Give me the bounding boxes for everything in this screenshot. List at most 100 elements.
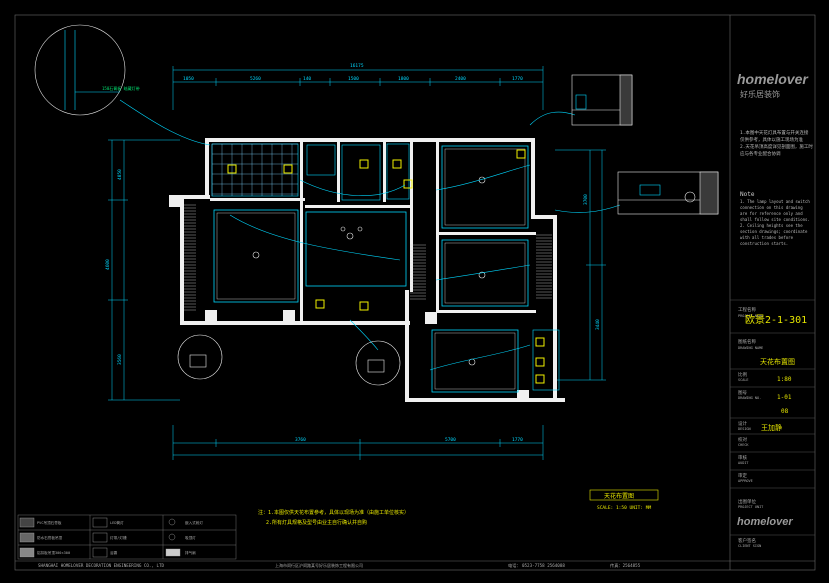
detail-callouts xyxy=(34,24,401,386)
light-fixture xyxy=(535,374,545,384)
detail-circle xyxy=(177,334,223,380)
light-fixture xyxy=(535,337,545,347)
designer-label-en: DESIGN xyxy=(738,427,751,431)
left-dim-label: 3560 xyxy=(117,354,123,365)
scale-value: 1:80 xyxy=(777,376,792,383)
legend-label: 嵌入式射灯 xyxy=(185,520,203,525)
right-dim-label: 3440 xyxy=(595,319,601,330)
window-hatching xyxy=(184,204,552,311)
drawing-title-box xyxy=(589,489,659,501)
bottom-dim-label: 5700 xyxy=(445,437,456,443)
top-dim-label: 140 xyxy=(303,76,311,82)
light-fixture xyxy=(315,299,325,309)
left-dim-label: 4050 xyxy=(117,169,123,180)
note-en-line: construction starts. xyxy=(740,241,788,246)
legend-swatches xyxy=(19,517,181,558)
unit-label: 出图单位 xyxy=(738,498,756,505)
top-dimensions: 16175 1050 5260 140 1500 1800 2400 1770 xyxy=(172,63,544,110)
bottom-note-2: 2.所有灯具规格及型号由业主自行确认并自购 xyxy=(266,519,367,526)
legend-label: PVC吊顶石膏板 xyxy=(37,520,62,525)
legend-label: 浴霸 xyxy=(110,550,118,555)
legend-table xyxy=(17,514,237,560)
scale-label-en: SCALE xyxy=(738,378,749,382)
note-en-title: Note xyxy=(740,191,755,198)
notes-cn-block: 1.本图中天花灯具布置与开关连接 仅供参考，具体以施工现场为准 2.天花吊顶高度… xyxy=(740,129,813,157)
lamp-symbol xyxy=(252,251,260,259)
legend-label: 铝扣板吊顶300×300 xyxy=(37,550,70,555)
legend-label: 排气扇 xyxy=(185,550,196,555)
drawing-label-en: DRAWING NAME xyxy=(738,346,763,350)
top-dim-label: 1800 xyxy=(398,76,409,82)
top-dim-label: 1500 xyxy=(348,76,359,82)
footer-address: 上海市闵行区沪闵路某号好乐居装饰工程有限公司 xyxy=(275,562,363,568)
legend-label: 灯带/灯槽 xyxy=(110,535,127,540)
room-outlines xyxy=(213,145,529,393)
floor-plan xyxy=(169,138,565,402)
sign-label-en: CLIENT SIGN xyxy=(738,544,761,548)
top-dim-label: 1770 xyxy=(512,76,523,82)
check-label: 校对 xyxy=(738,436,747,443)
lamp-symbol xyxy=(478,271,486,279)
drawing-title: 天花布置图 xyxy=(604,492,634,500)
top-dim-label: 1050 xyxy=(183,76,194,82)
right-dimensions: 3700 3440 xyxy=(555,149,606,381)
brand-sub: 好乐居装饰 xyxy=(740,89,780,99)
lamp-symbol xyxy=(346,232,354,240)
note-en-line: 2. Ceiling heights see the xyxy=(740,223,803,228)
light-fixture xyxy=(516,149,526,159)
scale-label: 比例 xyxy=(738,371,747,378)
note-cn-line: 2.天花吊顶高度详见剖面图，施工时 xyxy=(740,143,813,150)
lamp-symbol xyxy=(357,226,363,232)
brand-name: homelover xyxy=(737,71,809,87)
light-fixtures xyxy=(227,149,545,384)
legend-label: 吸顶灯 xyxy=(185,535,196,540)
light-fixture xyxy=(535,357,545,367)
bottom-note-1: 注：1.本图仅供天花布置参考，具体以现场为准（由施工单位核实） xyxy=(258,509,409,516)
no-label-en: DRAWING NO. xyxy=(738,396,761,400)
designer-value: 王加静 xyxy=(761,423,782,432)
light-fixture xyxy=(392,159,402,169)
top-dim-label: 5260 xyxy=(250,76,261,82)
sign-label: 客户签名 xyxy=(738,537,756,544)
project-label: 工程名称 xyxy=(738,306,756,313)
note-cn-line: 应与各专业配合协调 xyxy=(740,150,781,157)
callout-left-label: 150石膏板 暗藏灯带 xyxy=(102,85,140,91)
sheet-value: 08 xyxy=(781,408,789,415)
right-dim-label: 3700 xyxy=(583,194,589,205)
note-cn-line: 仅供参考，具体以施工现场为准 xyxy=(740,136,803,143)
drawing-value: 天花布置图 xyxy=(760,357,795,366)
overall-dim-label: 16175 xyxy=(350,63,364,69)
top-dim-label: 2400 xyxy=(455,76,466,82)
tile-grids xyxy=(211,143,560,391)
audit-label-en: AUDIT xyxy=(738,461,749,465)
footer-tel: 0523-7758 2564088 xyxy=(522,563,565,568)
light-fixture xyxy=(403,179,413,189)
note-en-line: section drawings; coordinate xyxy=(740,229,808,234)
footer-company: SHANGHAI HOMELOVER DECORATION ENGINEERIN… xyxy=(38,563,165,568)
light-fixture xyxy=(359,159,369,169)
bottom-dim-label: 1770 xyxy=(512,437,523,443)
light-fixture xyxy=(359,301,369,311)
note-en-line: connection on this drawing xyxy=(740,205,803,210)
left-dim-label: 4600 xyxy=(105,259,111,270)
notes-en-block: 1. The lamp layout and switch connection… xyxy=(740,199,810,246)
legend-label: LED筒灯 xyxy=(110,520,124,525)
detail-circle xyxy=(34,24,126,116)
no-value: 1-01 xyxy=(777,394,792,401)
note-en-line: shall follow site conditions. xyxy=(740,217,810,222)
check-label-en: CHECK xyxy=(738,443,749,447)
note-en-line: 1. The lamp layout and switch xyxy=(740,199,810,204)
unit-label-en: PROJECT UNIT xyxy=(738,505,764,509)
drawing-label: 图纸名称 xyxy=(738,338,756,345)
approve-label: 审定 xyxy=(738,472,747,479)
light-fixture xyxy=(227,164,237,174)
left-dimensions: 4050 4600 3560 xyxy=(105,139,180,401)
approve-label-en: APPROVE xyxy=(738,479,753,483)
detail-section-right xyxy=(617,171,719,215)
footer-tel-label: 电话： xyxy=(508,562,521,569)
no-label: 图号 xyxy=(738,390,747,396)
project-label-en: PROJECT NAME xyxy=(738,314,763,318)
audit-label: 审核 xyxy=(738,454,747,461)
note-cn-line: 1.本图中天花灯具布置与开关连接 xyxy=(740,129,809,136)
